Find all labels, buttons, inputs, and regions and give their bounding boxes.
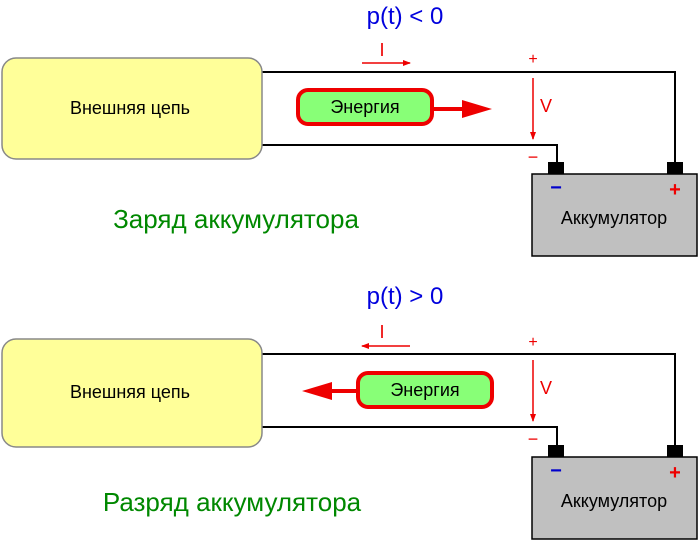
minus-sign: − <box>528 147 539 167</box>
circuit-wires <box>262 71 676 162</box>
battery-minus-sign: − <box>550 177 562 199</box>
power-condition: p(t) > 0 <box>367 283 444 310</box>
voltage-label: V <box>540 378 552 398</box>
circuit-wires <box>262 353 676 445</box>
energy-label: Энергия <box>390 380 459 400</box>
current-label: I <box>379 322 384 342</box>
energy-arrow <box>432 100 492 118</box>
battery-box <box>531 173 698 257</box>
battery-terminal-minus <box>548 445 564 457</box>
plus-sign: + <box>528 334 537 351</box>
voltage-label: V <box>540 96 552 116</box>
power-condition: p(t) < 0 <box>367 3 444 30</box>
battery-plus-sign: + <box>669 179 681 201</box>
panel-discharge: p(t) > 0 Внешняя цепь I Энергия + V − − … <box>1 283 698 540</box>
caption: Заряд аккумулятора <box>113 204 359 234</box>
energy-label: Энергия <box>330 97 399 117</box>
external-circuit-label: Внешняя цепь <box>70 382 190 402</box>
battery-terminal-minus <box>548 162 564 174</box>
external-circuit-box <box>1 338 263 448</box>
energy-pill <box>356 371 494 409</box>
caption: Разряд аккумулятора <box>103 487 362 517</box>
external-circuit-box <box>1 57 263 160</box>
battery-terminal-plus <box>667 162 683 174</box>
battery-label: Аккумулятор <box>561 208 667 228</box>
current-label: I <box>379 40 384 60</box>
battery-label: Аккумулятор <box>561 491 667 511</box>
battery-minus-sign: − <box>550 460 562 482</box>
external-circuit-label: Внешняя цепь <box>70 98 190 118</box>
battery-terminal-plus <box>667 445 683 457</box>
energy-arrow <box>302 382 358 400</box>
plus-sign: + <box>528 51 537 68</box>
battery-box <box>531 456 698 540</box>
panel-charge: p(t) < 0 Внешняя цепь I Энергия + V − − … <box>1 3 698 257</box>
battery-plus-sign: + <box>669 462 681 484</box>
minus-sign: − <box>528 429 539 449</box>
